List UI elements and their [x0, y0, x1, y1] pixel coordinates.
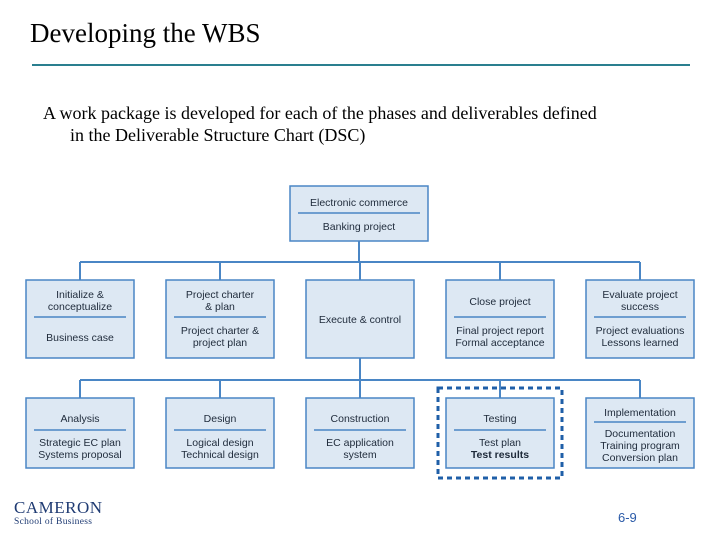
- node-text: Final project report: [456, 325, 544, 337]
- node-text: Systems proposal: [38, 449, 121, 461]
- work-package-box: [305, 397, 415, 469]
- node-text: Design: [204, 413, 237, 425]
- phase-box: [305, 279, 415, 359]
- phase-box: [25, 279, 135, 359]
- node-text: Analysis: [60, 413, 99, 425]
- bullet-paragraph: A work package is developed for each of …: [43, 102, 683, 146]
- phase-box: [445, 279, 555, 359]
- cameron-logo: CAMERON School of Business: [14, 498, 103, 528]
- node-text: Initialize &: [56, 289, 104, 301]
- title-divider: [32, 64, 690, 66]
- node-text: Implementation: [604, 407, 676, 419]
- node-text: success: [621, 301, 659, 313]
- node-text: Documentation: [605, 428, 676, 440]
- node-text: Construction: [331, 413, 390, 425]
- highlight-frame: [436, 386, 564, 480]
- node-text: Testing: [483, 413, 516, 425]
- node-text: Logical design: [186, 437, 253, 449]
- node-text: Execute & control: [319, 314, 401, 326]
- slide-title: Developing the WBS: [30, 18, 261, 48]
- logo-wordmark: CAMERON: [14, 498, 103, 517]
- node-text: Evaluate project: [602, 289, 677, 301]
- page-number: 6-9: [618, 510, 637, 525]
- logo-subtitle: School of Business: [14, 517, 93, 527]
- work-package-box: [25, 397, 135, 469]
- node-text: Lessons learned: [601, 337, 678, 349]
- node-text: Electronic commerce: [310, 197, 408, 209]
- node-text: project plan: [193, 337, 247, 349]
- node-text: Project evaluations: [596, 325, 685, 337]
- node-text: Project charter: [186, 289, 255, 301]
- node-text: & plan: [205, 301, 235, 313]
- phase-box: [165, 279, 275, 359]
- node-text: EC application: [326, 437, 394, 449]
- node-text: system: [343, 449, 377, 461]
- bullet-line-2: in the Deliverable Structure Chart (DSC): [70, 125, 366, 145]
- node-text: Banking project: [323, 221, 395, 233]
- node-text: Business case: [46, 332, 114, 344]
- phase-box: [585, 279, 695, 359]
- node-text: Conversion plan: [602, 452, 678, 464]
- work-package-box: [585, 397, 695, 469]
- bullet-line-1: A work package is developed for each of …: [43, 103, 597, 123]
- node-text: Close project: [469, 296, 530, 308]
- node-text: conceptualize: [48, 301, 112, 313]
- node-text: Formal acceptance: [455, 337, 544, 349]
- node-text: Project charter &: [181, 325, 259, 337]
- work-package-box: [445, 397, 555, 469]
- node-text: Training program: [600, 440, 680, 452]
- node-text: Test plan: [479, 437, 521, 449]
- node-text: Test results: [471, 449, 529, 461]
- node-text: Technical design: [181, 449, 259, 461]
- work-package-box: [165, 397, 275, 469]
- node-text: Strategic EC plan: [39, 437, 121, 449]
